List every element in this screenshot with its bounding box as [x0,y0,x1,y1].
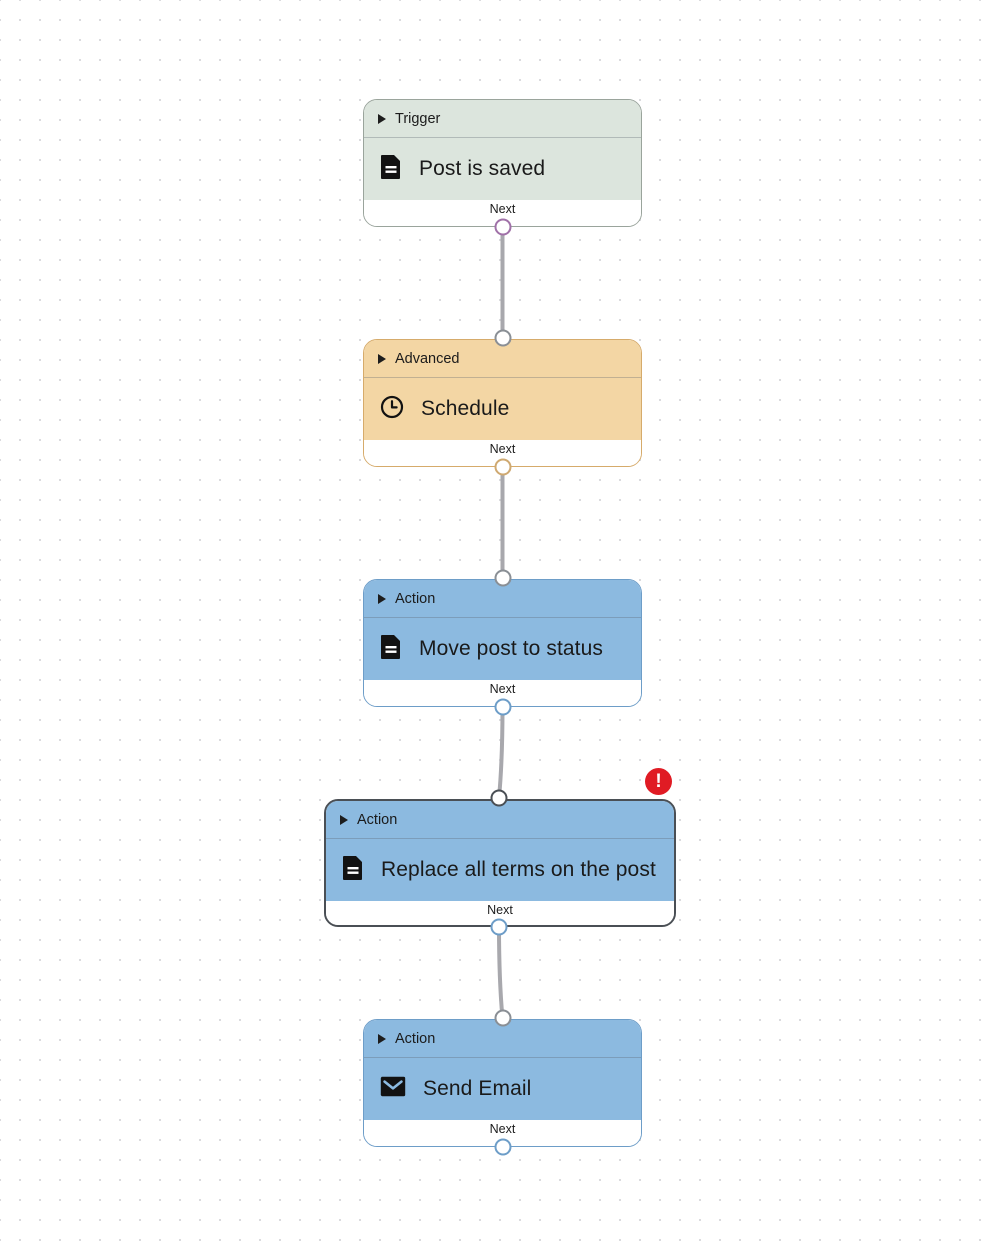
node-body-send-email[interactable]: Send Email [364,1058,641,1120]
edge-move-replace [497,706,505,799]
output-port-advanced[interactable] [494,458,511,476]
chevron-right-icon[interactable] [378,1033,386,1044]
node-title: Replace all terms on the post [381,858,656,881]
output-port-send-email[interactable] [494,1138,511,1156]
node-next-label: Next [489,1122,516,1136]
node-body-replace-terms[interactable]: Replace all terms on the post [326,839,674,901]
document-icon [380,634,402,665]
chevron-right-icon[interactable] [378,353,386,364]
exclamation-icon: ! [655,770,662,792]
node-body-advanced[interactable]: Schedule [364,378,641,440]
node-next-label: Next [489,442,516,456]
node-footer-replace-terms[interactable]: Next [326,901,674,925]
output-port-move-post[interactable] [494,698,511,716]
node-body-trigger[interactable]: Post is saved [364,138,641,200]
node-body-move-post[interactable]: Move post to status [364,618,641,680]
chevron-right-icon[interactable] [340,814,348,825]
output-port-trigger[interactable] [494,218,511,236]
node-category-label: Action [395,1030,436,1047]
node-next-label: Next [489,682,516,696]
node-title: Send Email [423,1077,532,1100]
edge-replace-email [497,926,505,1019]
node-title: Schedule [421,397,510,420]
error-badge[interactable]: ! [645,768,672,795]
chevron-right-icon[interactable] [378,593,386,604]
document-icon [342,855,364,886]
node-category-label: Action [395,590,436,607]
workflow-node-replace-terms[interactable]: Action Replace all terms on the post Nex… [324,799,676,927]
chevron-right-icon[interactable] [378,113,386,124]
document-icon [380,154,402,185]
node-category-label: Action [357,811,398,828]
node-category-label: Advanced [395,350,460,367]
node-header-replace-terms[interactable]: Action [326,801,674,839]
input-port-move-post[interactable] [494,569,511,587]
input-port-replace-terms[interactable] [490,789,508,807]
output-port-replace-terms[interactable] [490,918,508,936]
node-title: Post is saved [419,157,546,180]
node-header-send-email[interactable]: Action [364,1020,641,1058]
envelope-icon [380,1076,406,1102]
workflow-node-move-post[interactable]: Action Move post to status Next [363,579,642,707]
input-port-send-email[interactable] [494,1009,511,1027]
workflow-node-advanced[interactable]: Advanced Schedule Next [363,339,642,467]
workflow-node-trigger[interactable]: Trigger Post is saved Next [363,99,642,227]
clock-icon [380,395,404,424]
node-header-trigger[interactable]: Trigger [364,100,641,138]
node-next-label: Next [487,903,513,917]
node-category-label: Trigger [395,110,441,127]
node-title: Move post to status [419,637,603,660]
input-port-advanced[interactable] [494,329,511,347]
workflow-node-send-email[interactable]: Action Send Email Next [363,1019,642,1147]
node-next-label: Next [489,202,516,216]
